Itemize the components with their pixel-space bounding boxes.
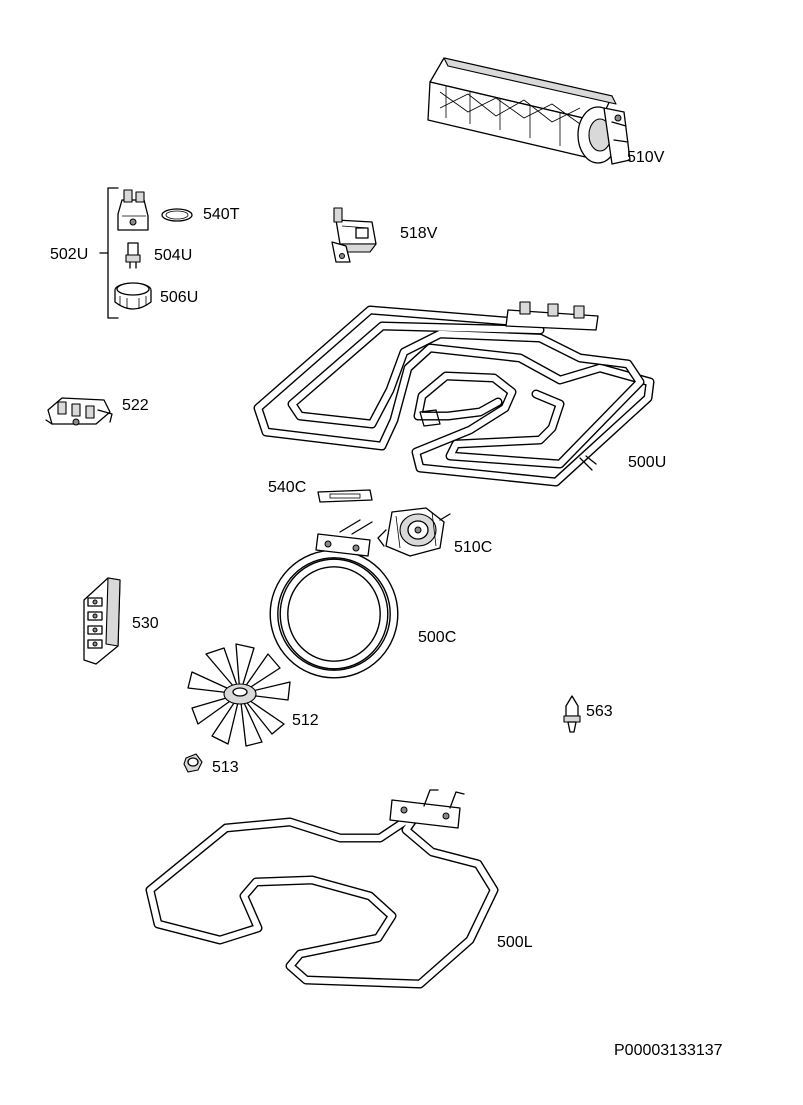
label-504U: 504U	[154, 247, 193, 264]
bracket-502U	[99, 187, 119, 319]
label-563: 563	[586, 703, 613, 720]
label-500C: 500C	[418, 629, 457, 646]
gasket-540C	[317, 489, 373, 503]
label-502U: 502U	[50, 246, 89, 263]
knob-body-502U	[117, 189, 149, 231]
bulb-563	[563, 695, 581, 733]
circular-element-500C	[269, 519, 399, 679]
label-522: 522	[122, 397, 149, 414]
lower-element-500L	[145, 789, 499, 989]
terminal-strip-530	[83, 577, 121, 665]
label-512: 512	[292, 712, 319, 729]
label-500L: 500L	[497, 934, 533, 951]
label-506U: 506U	[160, 289, 199, 306]
label-518V: 518V	[400, 225, 438, 242]
label-540C: 540C	[268, 479, 307, 496]
label-530: 530	[132, 615, 159, 632]
knob-506U	[114, 282, 152, 310]
label-540T: 540T	[203, 206, 240, 223]
terminal-block-522	[45, 397, 113, 426]
shaft-504U	[125, 242, 141, 269]
fan-blade-512	[187, 643, 291, 747]
label-513: 513	[212, 759, 239, 776]
ring-540T	[161, 208, 193, 222]
label-510V: 510V	[627, 149, 665, 166]
grill-element-500U	[253, 301, 655, 487]
fan-motor-510C	[377, 507, 451, 557]
nut-513	[183, 753, 203, 773]
document-id: P00003133137	[614, 1042, 723, 1059]
label-500U: 500U	[628, 454, 667, 471]
tangential-fan-510V	[427, 57, 631, 165]
thermostat-518V	[331, 207, 377, 263]
label-510C: 510C	[454, 539, 493, 556]
